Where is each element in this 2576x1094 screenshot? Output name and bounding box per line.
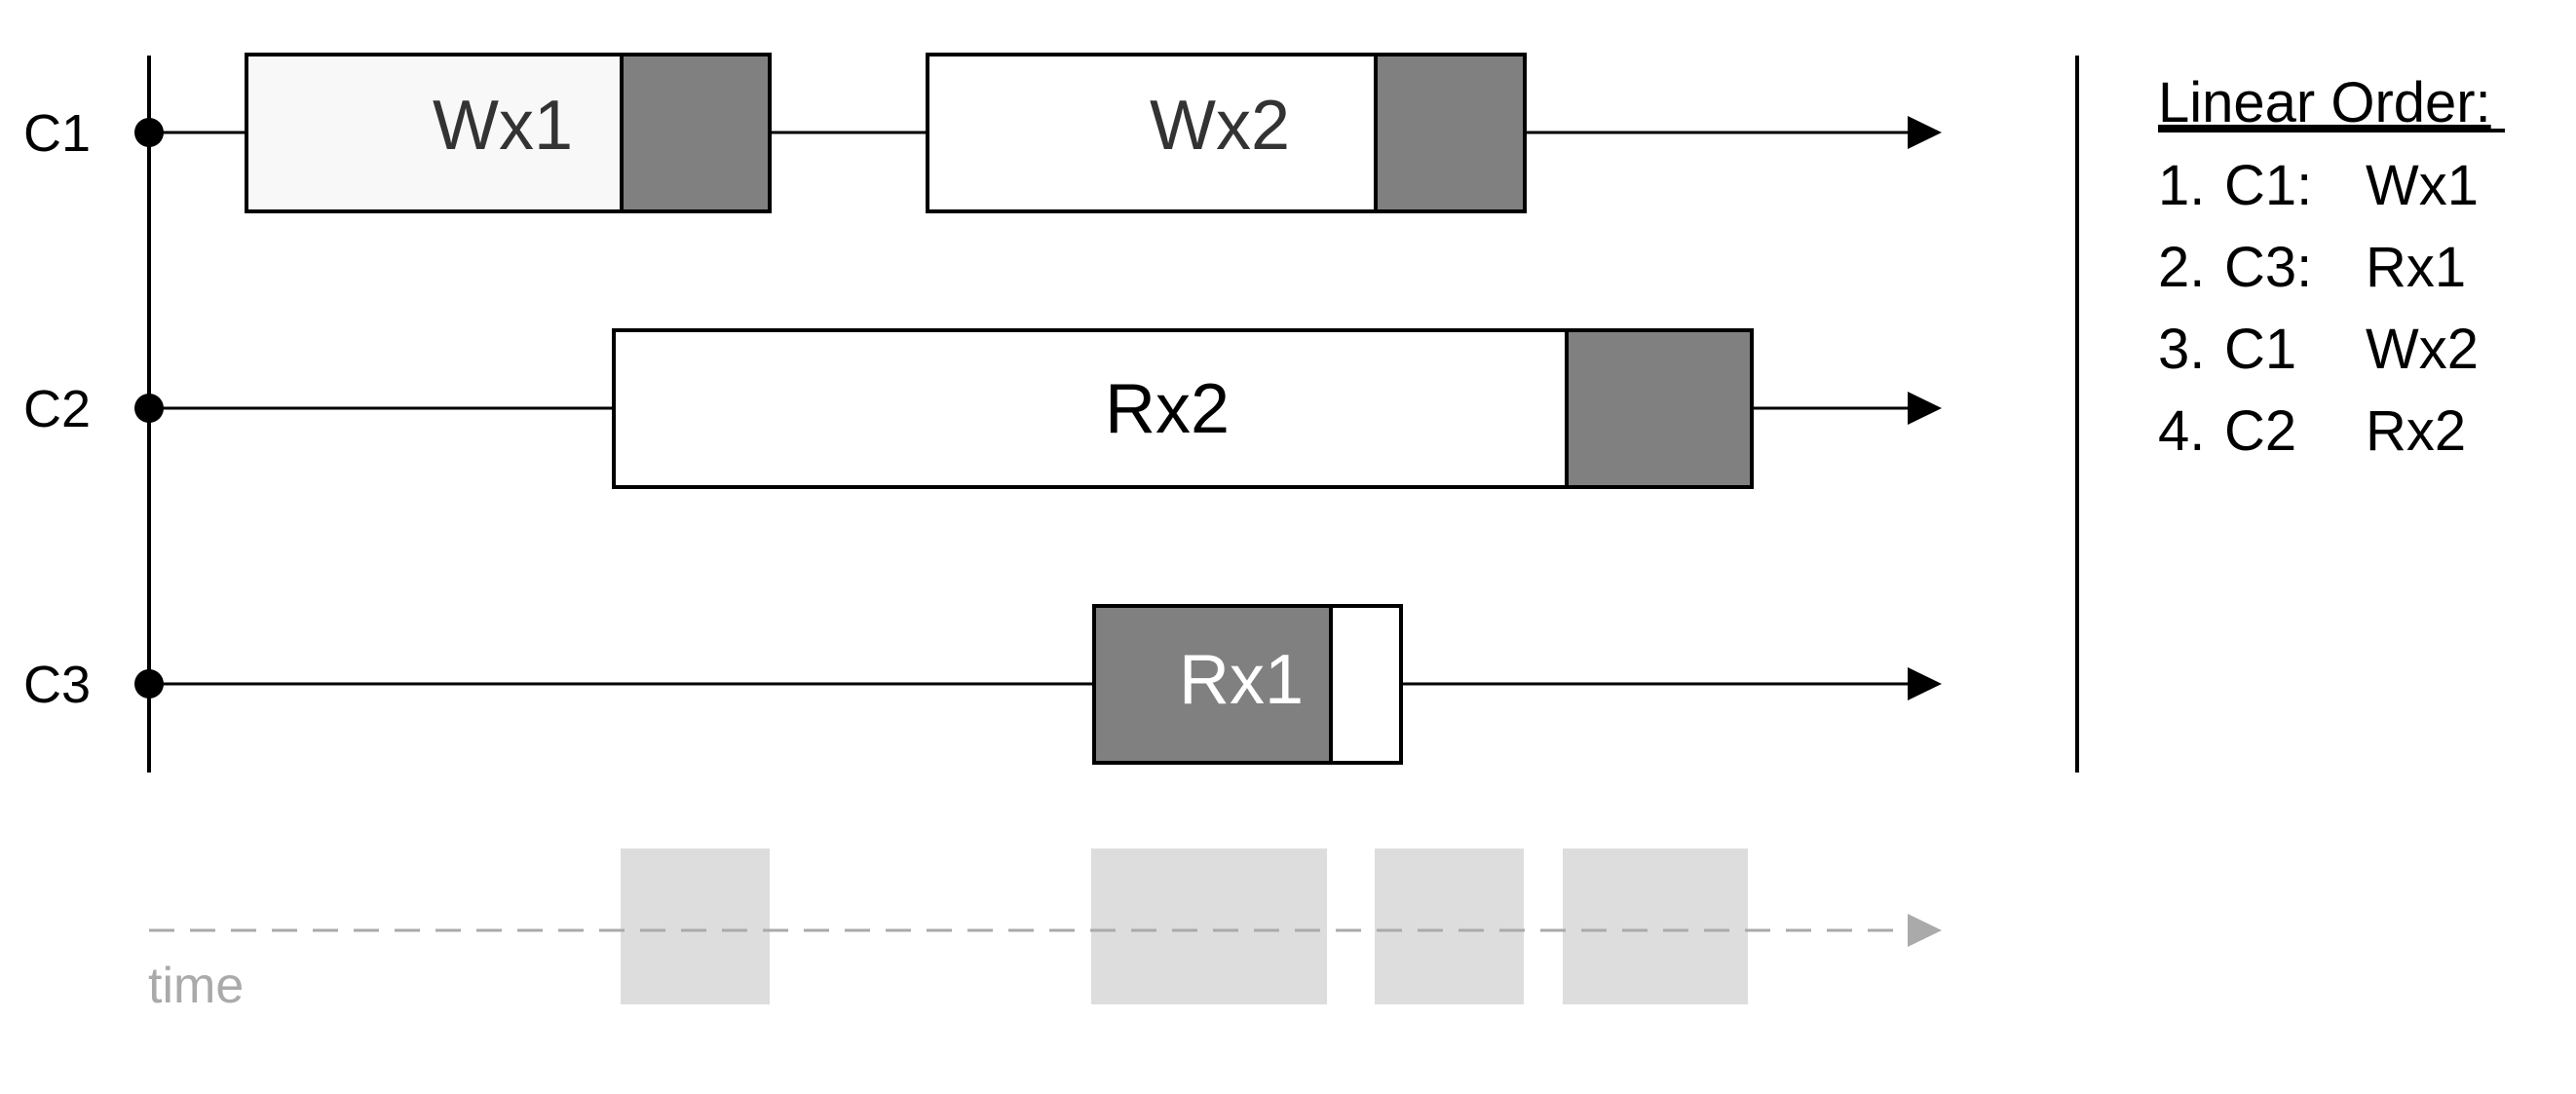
op-rx2-label: Rx2: [1105, 370, 1230, 448]
linear-order-op: Wx2: [2366, 318, 2479, 381]
op-rx2: Rx2: [612, 328, 1754, 489]
op-rx2-linearization-point: [1565, 328, 1754, 489]
time-shade-rx1: [1091, 849, 1327, 1004]
time-axis: time: [148, 849, 1942, 1014]
timeline-c2-arrowhead: [1908, 392, 1942, 425]
linear-order-entry-3: 3. C1 Wx2: [2158, 318, 2479, 381]
op-wx1: Wx1: [245, 53, 772, 213]
client-label-c3: C3: [23, 656, 91, 714]
op-rx1-linearization-point: [1092, 604, 1333, 765]
timeline-c3-arrowhead: [1908, 667, 1942, 700]
linear-order-client: C2: [2224, 399, 2296, 463]
linear-order-entry-2: 2. C3: Rx1: [2158, 236, 2466, 299]
linear-order-title: Linear Order:: [2158, 71, 2491, 134]
linear-order-entry-4: 4. C2 Rx2: [2158, 399, 2466, 463]
linear-order-number: 2.: [2158, 236, 2205, 299]
linear-order-op: Rx2: [2366, 399, 2466, 463]
op-wx1-linearization-point: [620, 53, 772, 213]
client-label-c2: C2: [23, 380, 91, 438]
time-shade-rx2: [1563, 849, 1748, 1004]
linear-order-client: C1:: [2224, 154, 2312, 217]
timeline-c1-arrowhead: [1908, 116, 1942, 149]
op-rx1: Rx1: [1092, 604, 1403, 765]
timeline-c1-origin-dot: [134, 118, 164, 147]
op-wx2-linearization-point: [1374, 53, 1527, 213]
client-row-c3: C3 Rx1: [23, 604, 1942, 765]
time-shade-wx1: [621, 849, 770, 1004]
linear-order-client: C3:: [2224, 236, 2312, 299]
op-rx2-box: [612, 328, 1569, 489]
op-wx2-label: Wx2: [1150, 87, 1290, 165]
linear-order-number: 3.: [2158, 318, 2205, 381]
op-rx1-label: Rx1: [1179, 641, 1304, 719]
linear-order-client: C1: [2224, 318, 2296, 381]
linear-order-op: Wx1: [2366, 154, 2479, 217]
client-row-c1: C1 Wx1 Wx2: [23, 53, 1942, 213]
op-wx2: Wx2: [926, 53, 1527, 213]
linear-order-entry-1: 1. C1: Wx1: [2158, 154, 2479, 217]
linear-order-op: Rx1: [2366, 236, 2466, 299]
client-row-c2: C2 Rx2: [23, 328, 1942, 489]
op-rx1-box: [1329, 604, 1403, 765]
linear-order-number: 1.: [2158, 154, 2205, 217]
op-wx1-box: [245, 53, 624, 213]
op-wx1-label: Wx1: [433, 87, 573, 165]
time-shade-wx2: [1375, 849, 1524, 1004]
time-axis-label: time: [148, 958, 244, 1014]
time-axis-arrowhead: [1908, 914, 1942, 947]
op-wx2-box: [926, 53, 1378, 213]
timeline-c3-origin-dot: [134, 669, 164, 698]
linear-order-number: 4.: [2158, 399, 2205, 463]
client-label-c1: C1: [23, 104, 91, 163]
timeline-c2-origin-dot: [134, 394, 164, 423]
linear-order-panel: Linear Order: 1. C1: Wx1 2. C3: Rx1 3. C…: [2158, 71, 2505, 463]
